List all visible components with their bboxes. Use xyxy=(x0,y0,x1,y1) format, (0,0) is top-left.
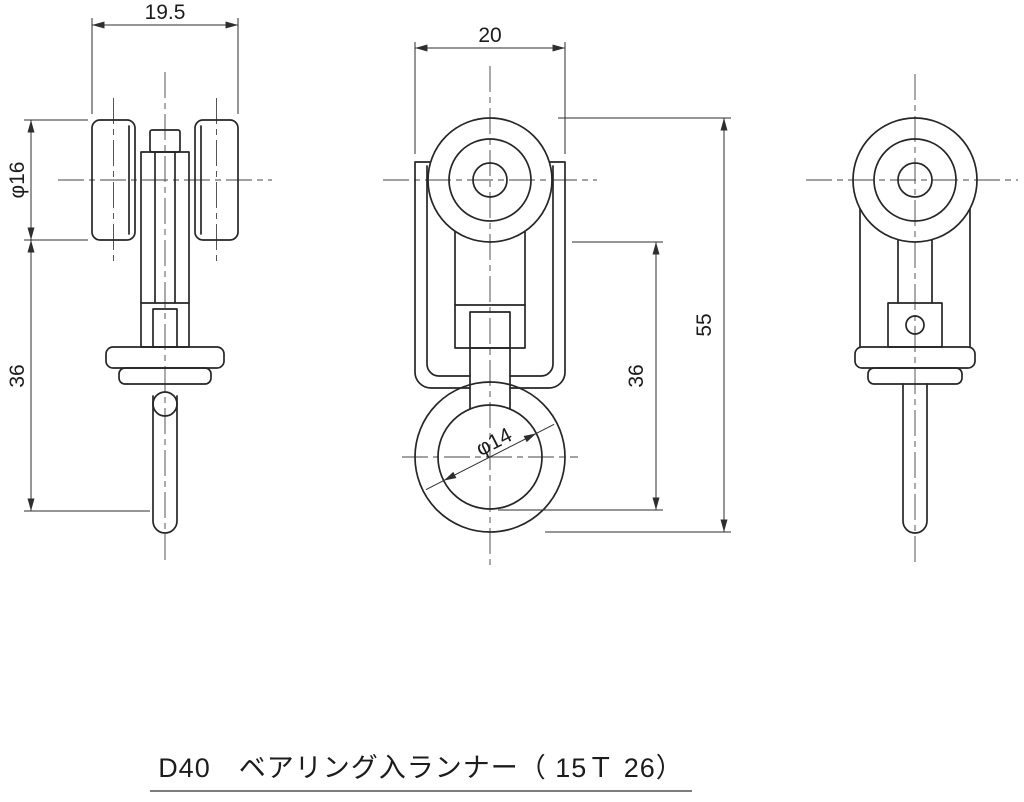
extension-line xyxy=(498,241,663,511)
swivel-washer-bottom xyxy=(867,367,963,385)
centerlines xyxy=(806,74,1018,562)
wheel-bore xyxy=(472,162,508,198)
wheel-bearing-race xyxy=(448,138,532,222)
bracket-sides xyxy=(859,208,971,348)
dimension-line xyxy=(443,432,537,482)
title-block: D40 ベアリング入ランナー（ 15Ｔ 26） xyxy=(150,753,692,792)
dimension-label-body-width: 20 xyxy=(478,24,501,47)
extension-line xyxy=(414,42,566,154)
wheel-bore xyxy=(897,162,933,198)
dimension-label-side-height: 36 xyxy=(6,364,29,387)
hanger-strap xyxy=(897,239,933,304)
part-outline xyxy=(91,119,239,534)
rear-side-view xyxy=(806,74,1018,562)
wheel-outer xyxy=(852,117,978,243)
extension-line xyxy=(91,18,239,114)
ring-outer xyxy=(414,381,566,533)
dimension-width: 19.5 xyxy=(91,1,239,114)
hanger-bracket xyxy=(140,151,190,304)
bracket-inner xyxy=(426,165,554,377)
wheel-bearing-race xyxy=(873,138,957,222)
extension-line xyxy=(425,423,555,491)
dimension-label-roller-diameter: φ16 xyxy=(6,162,29,199)
dimension-roller-diameter: φ16 xyxy=(6,119,88,241)
front-view: 20 φ14 36 55 xyxy=(383,24,731,566)
wheel-outer xyxy=(427,117,553,243)
left-roller xyxy=(91,119,136,241)
part-outline xyxy=(852,117,978,534)
bracket-outer xyxy=(414,161,566,389)
swivel-washer-bottom xyxy=(118,367,212,385)
dimension-label-ring-drop: 36 xyxy=(625,364,648,387)
dimension-label-side-width: 19.5 xyxy=(145,1,186,24)
part-outline xyxy=(414,117,566,533)
right-roller xyxy=(194,119,239,241)
centerlines xyxy=(58,72,272,562)
extension-line xyxy=(545,117,731,533)
ring-edge-pin xyxy=(152,395,178,534)
rivet-hole xyxy=(905,315,925,335)
dimension-label-overall-height: 55 xyxy=(693,313,716,336)
hanger-strap xyxy=(454,231,526,306)
ring-inner xyxy=(437,404,543,510)
hanger-strap xyxy=(154,151,176,304)
swivel-stud xyxy=(469,311,511,349)
side-view: 19.5 φ16 36 xyxy=(6,1,272,562)
extension-line xyxy=(24,119,88,241)
dimension-ring-drop: 36 xyxy=(498,241,663,511)
roller-hub-lines xyxy=(128,125,202,235)
ring-edge-pin xyxy=(902,383,928,534)
dimension-body-width: 20 xyxy=(414,24,566,154)
dimension-overall-height: 55 xyxy=(545,117,731,533)
dimension-side-height: 36 xyxy=(6,240,150,512)
drawing-title: D40 ベアリング入ランナー（ 15Ｔ 26） xyxy=(158,753,684,783)
ring-shank xyxy=(469,347,511,410)
